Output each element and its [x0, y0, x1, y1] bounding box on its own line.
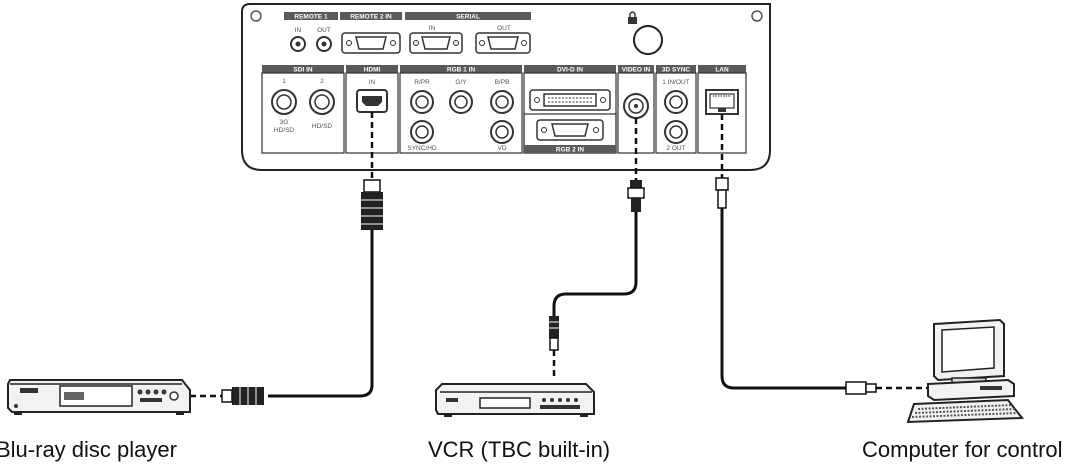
serial-label: SERIAL	[456, 14, 480, 21]
serial-out-port	[475, 32, 531, 54]
padlock-icon	[628, 11, 637, 24]
rgb2-label: RGB 2 IN	[556, 147, 584, 154]
rgb1-label: RGB 1 IN	[447, 67, 475, 74]
hdmi-cable	[190, 112, 383, 405]
sdi1-hd-label: HD/SD	[274, 127, 295, 134]
hdmi-label: HDMI	[364, 67, 381, 74]
serial-in-port	[409, 32, 463, 54]
bpb-label: B/PB	[495, 79, 510, 86]
sdi2-hd-label: HD/SD	[312, 123, 333, 130]
bluray-player-icon	[7, 379, 191, 415]
computer-icon	[906, 318, 1024, 424]
panel-screw-icon	[250, 10, 262, 22]
sync-inout-label: 1 IN/OUT	[662, 79, 689, 86]
sdi1-3g-label: 3G	[280, 119, 289, 126]
computer-caption: Computer for control	[862, 437, 1063, 462]
rca-plug	[549, 316, 559, 351]
hdmi-port	[356, 89, 388, 113]
sdi1-num: 1	[282, 78, 286, 85]
remote2-port	[341, 32, 401, 54]
security-slot	[633, 25, 663, 55]
hdmi-plug-bluray	[221, 387, 264, 405]
serial-in-label: IN	[429, 25, 436, 32]
dvi-port	[529, 89, 611, 111]
vcr-caption: VCR (TBC built-in)	[428, 437, 611, 462]
hdmi-in-label: IN	[369, 79, 376, 86]
remote1-in-label: IN	[295, 27, 302, 34]
hdmi-plug-top	[361, 179, 383, 230]
projector-terminal-panel: REMOTE 1 REMOTE 2 IN SERIAL IN OUT IN OU…	[241, 3, 771, 171]
gy-label: G/Y	[455, 79, 467, 86]
rgb2-port	[536, 119, 604, 141]
sdi-label: SDI IN	[293, 67, 312, 74]
vd-label: VD	[497, 145, 506, 152]
sync-label: SYNC/HD	[407, 145, 437, 152]
serial-out-label: OUT	[497, 25, 511, 32]
bluray-caption: Blu-ray disc player	[0, 437, 177, 462]
panel-screw-icon	[751, 10, 763, 22]
lan-plug-computer	[845, 381, 877, 395]
sdi2-num: 2	[320, 78, 324, 85]
rpr-label: R/PR	[414, 79, 430, 86]
video-label: VIDEO IN	[622, 67, 651, 74]
bnc-plug	[627, 180, 645, 212]
lan-cable	[715, 114, 934, 395]
video-cable	[549, 118, 645, 378]
lan-plug-top	[715, 177, 729, 209]
remote1-label: REMOTE 1	[294, 14, 328, 21]
remote1-out-label: OUT	[317, 27, 331, 34]
sync3d-label: 3D SYNC	[662, 67, 690, 74]
vcr-icon	[435, 383, 595, 417]
remote2-label: REMOTE 2 IN	[350, 14, 392, 21]
lan-label: LAN	[715, 67, 729, 74]
dvi-label: DVI-D IN	[557, 67, 583, 74]
sync-out-label: 2 OUT	[666, 145, 685, 152]
lan-port	[705, 89, 739, 115]
